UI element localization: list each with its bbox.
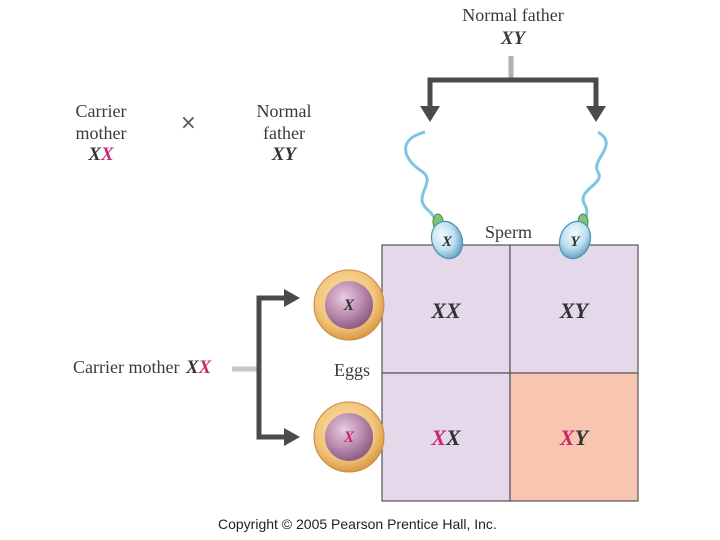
punnett-cell-1-2 — [509, 244, 639, 374]
cell-1-2-allele-a: X — [559, 298, 576, 323]
punnett-genotype-1-2: XY — [559, 298, 591, 323]
cell-1-1-allele-b: X — [445, 298, 462, 323]
father-allele-2: Y — [284, 144, 297, 165]
punnett-genotype-2-2: XY — [559, 425, 591, 450]
carrier-mother-allele-1: X — [185, 357, 199, 378]
sperm-x-head — [430, 220, 464, 260]
cell-2-1-allele-b: X — [445, 425, 462, 450]
mother-label-line2: mother — [75, 123, 127, 143]
sperm-y-head — [558, 220, 592, 260]
punnett-cell-2-1 — [381, 372, 511, 502]
father-label-line2: father — [263, 123, 305, 143]
mother-allele-1: X — [88, 144, 101, 165]
father-allele-1: X — [271, 144, 285, 165]
svg-text:XY: XY — [559, 298, 591, 323]
cell-2-1-allele-a: X — [430, 425, 447, 450]
father-header: Normal father XY — [438, 4, 588, 50]
punnett-cell-2-2 — [509, 372, 639, 502]
eggs-label: Eggs — [334, 360, 370, 380]
sperm-y-tail — [578, 130, 608, 229]
father-header-genotype: XY — [500, 28, 526, 49]
egg-2-nucleus — [325, 413, 373, 461]
sperm-label: Sperm — [485, 222, 532, 242]
svg-text:XY: XY — [559, 425, 591, 450]
carrier-mother-allele-2: X — [198, 357, 212, 378]
sperm-x-tail — [404, 130, 442, 229]
egg-1-nucleus — [325, 281, 373, 329]
father-label: Normal father XY — [244, 100, 324, 166]
mother-genotype: XX — [62, 144, 140, 166]
sperm-y-chromosome: Y — [570, 234, 581, 250]
svg-text:XX: XX — [430, 298, 462, 323]
punnett-cell-1-1 — [381, 244, 511, 374]
father-label-line1: Normal — [256, 101, 312, 121]
copyright-notice: Copyright © 2005 Pearson Prentice Hall, … — [218, 516, 497, 532]
father-genotype: XY — [244, 144, 324, 166]
sperm-x-chromosome: X — [441, 234, 453, 250]
father-fork-arrow — [427, 56, 599, 110]
cell-1-1-allele-a: X — [430, 298, 447, 323]
carrier-mother-genotype: XX — [186, 357, 211, 378]
cell-2-2-allele-b: Y — [575, 425, 591, 450]
punnett-genotype-2-1: XX — [430, 425, 462, 450]
punnett-genotype-1-1: XX — [430, 298, 462, 323]
carrier-mother-text: Carrier mother — [73, 357, 180, 377]
cell-2-2-allele-a: X — [559, 425, 576, 450]
arrowhead-egg-1 — [284, 289, 300, 307]
svg-text:XX: XX — [430, 425, 462, 450]
cell-1-2-allele-b: Y — [575, 298, 591, 323]
egg-2-chromosome: X — [343, 429, 355, 446]
arrowhead-left-sperm — [420, 106, 440, 122]
mother-allele-2: X — [101, 144, 114, 165]
arrowhead-egg-2 — [284, 428, 300, 446]
carrier-mother-label: Carrier mother XX — [73, 357, 211, 379]
cross-symbol: × — [180, 110, 197, 134]
father-header-label: Normal father — [462, 5, 564, 25]
mother-fork-arrow — [256, 295, 286, 440]
egg-1-chromosome: X — [343, 297, 355, 314]
arrowhead-right-sperm — [586, 106, 606, 122]
mother-label: Carrier mother XX — [62, 100, 140, 166]
mother-label-line1: Carrier — [75, 101, 127, 121]
